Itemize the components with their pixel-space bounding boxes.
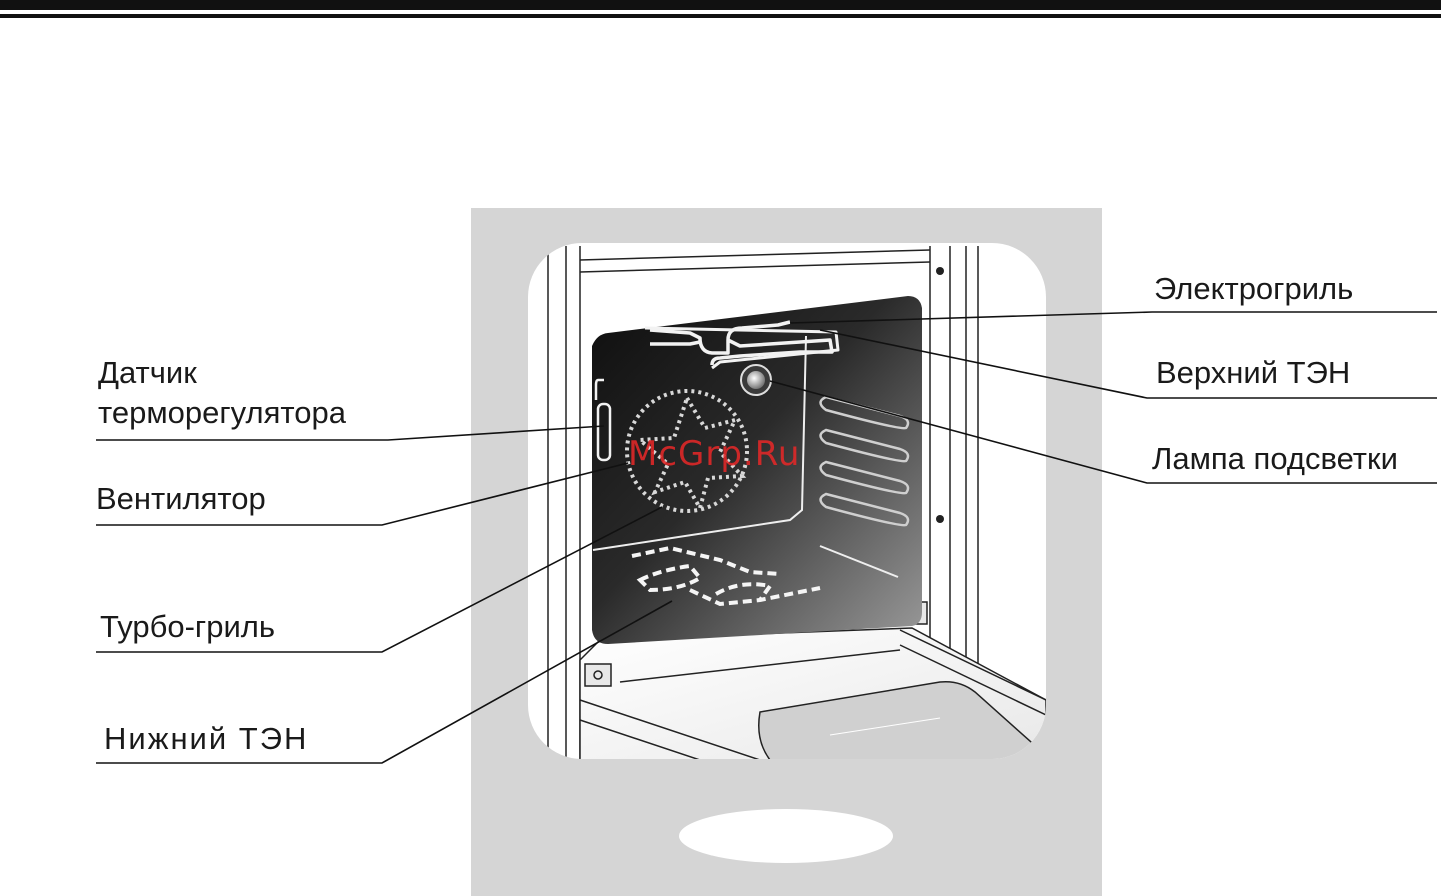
control-oval (679, 809, 893, 863)
label-lamp: Лампа подсветки (1152, 442, 1398, 476)
label-upper-element: Верхний ТЭН (1156, 356, 1350, 390)
label-lower-element: Нижний ТЭН (104, 722, 308, 756)
watermark: McGrp.Ru (628, 434, 800, 474)
label-sensor-line1: Датчик (98, 356, 197, 390)
label-sensor-line2: терморегулятора (98, 396, 346, 430)
label-electric-grill: Электрогриль (1154, 272, 1353, 306)
label-fan: Вентилятор (96, 482, 266, 516)
label-turbo-grill: Турбо-гриль (100, 610, 275, 644)
